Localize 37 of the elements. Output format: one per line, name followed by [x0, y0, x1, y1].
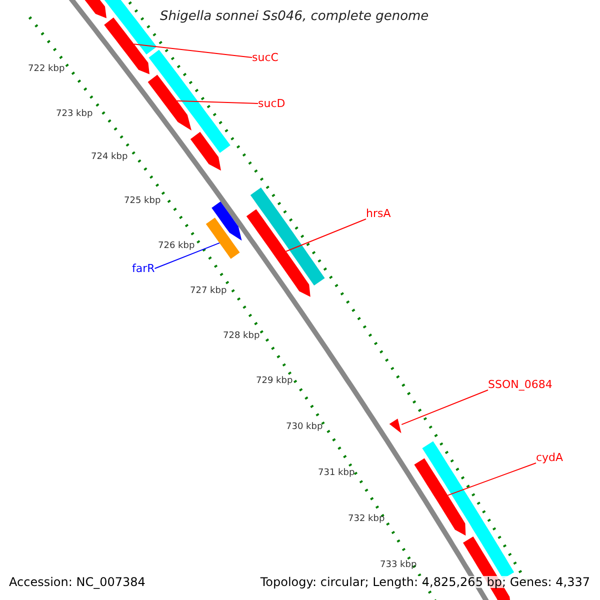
gene-bar: [206, 218, 240, 259]
scale-label: 730 kbp: [286, 423, 323, 432]
scale-label: 729 kbp: [256, 377, 293, 386]
leader-line: [401, 390, 488, 426]
leader-line: [154, 242, 220, 269]
gene-label: SSON_0684: [488, 379, 552, 390]
scale-label: 725 kbp: [124, 197, 161, 206]
scale-label: 728 kbp: [223, 332, 260, 341]
scale-label: 732 kbp: [348, 515, 385, 524]
gene-label: sucD: [258, 98, 286, 109]
leader-line: [447, 462, 536, 496]
genome-info-note: Topology: circular; Length: 4,825,265 bp; Genes: 4,337: [260, 576, 590, 588]
scale-label: 731 kbp: [318, 469, 355, 478]
gene-block: [104, 18, 150, 74]
scale-label: 733 kbp: [380, 561, 417, 570]
accession-note: Accession: NC_007384: [9, 576, 146, 588]
scale-label: 724 kbp: [91, 153, 128, 162]
scale-label: 723 kbp: [56, 110, 93, 119]
gene-block: [212, 202, 242, 241]
gene-label: hrsA: [366, 208, 391, 219]
leader-line: [286, 218, 366, 252]
leader-line: [134, 44, 252, 58]
scale-label: 722 kbp: [28, 65, 65, 74]
gene-block: [414, 458, 466, 536]
gene-block: [246, 209, 310, 297]
gene-block: [190, 132, 221, 171]
gene-label: sucC: [252, 52, 278, 63]
scale-label: 726 kbp: [158, 242, 195, 251]
gene-block: [148, 74, 192, 130]
gene-bar: [250, 188, 325, 286]
gene-label: cydA: [536, 452, 564, 463]
gene-label: farR: [132, 263, 155, 274]
map-title: Shigella sonnei Ss046, complete genome: [160, 10, 429, 23]
leader-line: [176, 100, 258, 104]
gene-bar: [148, 50, 230, 153]
scale-label: 727 kbp: [190, 287, 227, 296]
gene-block: [389, 418, 402, 434]
